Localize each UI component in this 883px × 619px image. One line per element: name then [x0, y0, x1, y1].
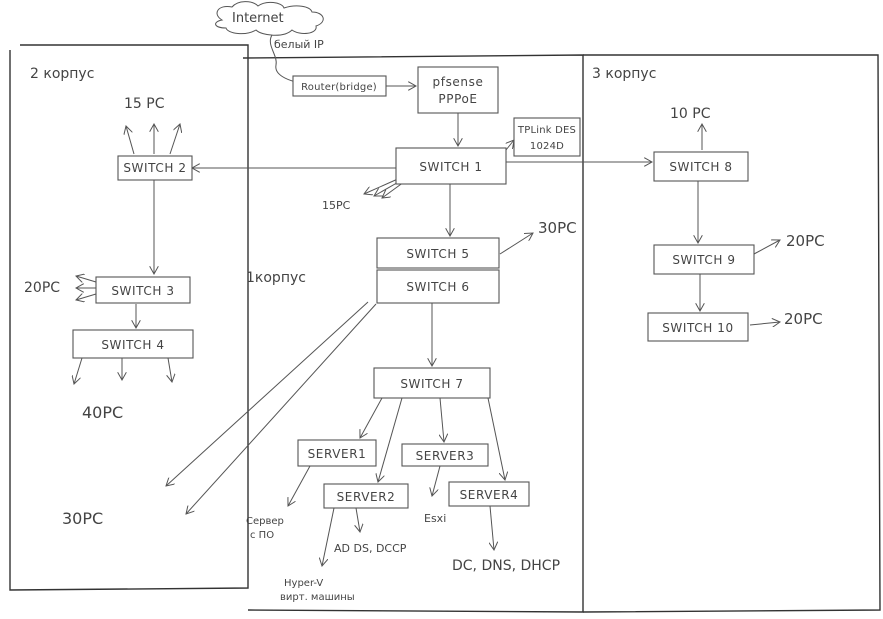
edge-switch3-pc-1 [76, 276, 97, 282]
server4-node: SERVER4 [448, 481, 530, 507]
edge-server2-role-a [356, 507, 360, 532]
building-3-label: 3 корпус [592, 66, 656, 82]
edge-server3-role [432, 465, 441, 496]
server2-role-b-line1: Hyper-V [284, 578, 323, 589]
edge-switch1-pc-3 [382, 181, 405, 198]
pfsense-label-2: PPPoE [438, 92, 477, 106]
router-label: Router(bridge) [301, 82, 377, 93]
router-node: Router(bridge) [292, 75, 387, 97]
internet-cloud: Internet [215, 1, 324, 36]
static-ip-label: белый IP [274, 38, 324, 51]
pc-count-30-bottom: 30PC [62, 509, 103, 528]
switch8-node: SWITCH 8 [653, 151, 749, 182]
switch1-label: SWITCH 1 [419, 160, 482, 174]
edge-switch7-server1 [360, 397, 383, 438]
switch3-node: SWITCH 3 [95, 276, 191, 304]
pc-count-10: 10 PC [670, 106, 711, 122]
switch9-node: SWITCH 9 [653, 244, 755, 275]
server1-role-line1: Сервер [246, 516, 284, 527]
internet-label: Internet [232, 11, 284, 26]
pc-count-15-top: 15 PC [124, 96, 165, 112]
switch4-label: SWITCH 4 [101, 338, 164, 352]
switch2-node: SWITCH 2 [117, 155, 193, 181]
server1-label: SERVER1 [308, 447, 367, 461]
switch6-label: SWITCH 6 [406, 280, 469, 294]
connections [74, 34, 780, 566]
server2-role-a: AD DS, DCCP [334, 542, 407, 555]
tplink-node: TPLink DES 1024D [513, 117, 581, 157]
building-1-frame [242, 54, 584, 613]
pfsense-node: pfsense PPPoE [417, 66, 499, 114]
tplink-label-1: TPLink DES [517, 125, 576, 136]
edge-switch7-server2 [378, 397, 403, 482]
edge-server1-role [288, 465, 311, 506]
switch7-node: SWITCH 7 [373, 367, 491, 399]
server1-role-line2: с ПО [250, 530, 274, 541]
switch5-node: SWITCH 5 [376, 237, 500, 269]
building-2-frame [9, 44, 249, 591]
switch1-node: SWITCH 1 [395, 147, 507, 185]
edge-switch4-pc-3 [168, 357, 172, 382]
switch9-label: SWITCH 9 [672, 253, 735, 267]
server4-role: DC, DNS, DHCP [452, 558, 560, 574]
pfsense-label-1: pfsense [433, 75, 484, 89]
switch8-label: SWITCH 8 [669, 160, 732, 174]
switch6-node: SWITCH 6 [376, 269, 500, 304]
tplink-label-2: 1024D [530, 141, 564, 152]
pc-count-40: 40PC [82, 403, 123, 422]
switch4-node: SWITCH 4 [72, 329, 194, 359]
server3-role: Esxi [424, 512, 446, 525]
pc-count-20-switch3: 20PC [24, 280, 60, 296]
switch3-label: SWITCH 3 [111, 284, 174, 298]
edge-internet-router [269, 34, 297, 83]
edge-switch9-pc [753, 240, 780, 255]
edge-switch2-pc-3 [169, 124, 180, 155]
server3-label: SERVER3 [416, 449, 475, 463]
building-2-label: 2 корпус [30, 66, 94, 82]
edge-switch3-pc-3 [76, 294, 97, 300]
server4-label: SERVER4 [460, 488, 519, 502]
edge-switch7-server4 [487, 397, 505, 480]
edge-switch4-pc-1 [74, 357, 83, 384]
server3-node: SERVER3 [401, 443, 489, 467]
edge-switch5-pc [499, 233, 533, 255]
building-frames [9, 44, 881, 613]
pc-count-20-switch10: 20PC [784, 310, 823, 328]
server2-label: SERVER2 [337, 490, 396, 504]
annotations: 15 PC 15PC 30PC 20PC 40PC 30PC 10 PC 20P… [24, 96, 825, 603]
edge-switch2-pc-1 [126, 126, 135, 155]
edge-switch1-pc-1 [364, 177, 401, 194]
pc-count-20-switch9: 20PC [786, 232, 825, 250]
server2-role-b-line2: вирт. машины [280, 592, 355, 603]
switch10-label: SWITCH 10 [662, 321, 734, 335]
edge-switch1-tplink [506, 140, 514, 151]
edge-switch10-pc [749, 322, 780, 325]
server1-node: SERVER1 [297, 439, 377, 467]
switch7-label: SWITCH 7 [400, 377, 463, 391]
edge-switch7-server3 [440, 397, 444, 442]
edge-server2-role-b [322, 507, 335, 566]
switch10-node: SWITCH 10 [647, 312, 749, 342]
server2-node: SERVER2 [323, 483, 409, 509]
switch5-label: SWITCH 5 [406, 247, 469, 261]
building-1-label: 1корпус [246, 270, 306, 286]
edge-switch6-pc-1 [166, 301, 369, 486]
cloud-shape [215, 1, 324, 36]
building-3-frame [582, 54, 881, 613]
pc-count-30-switch5: 30PC [538, 219, 577, 237]
switch2-label: SWITCH 2 [123, 161, 186, 175]
edge-switch6-pc-2 [186, 303, 377, 514]
edge-server4-role [490, 505, 494, 550]
pc-count-15-switch1: 15PC [322, 199, 351, 212]
